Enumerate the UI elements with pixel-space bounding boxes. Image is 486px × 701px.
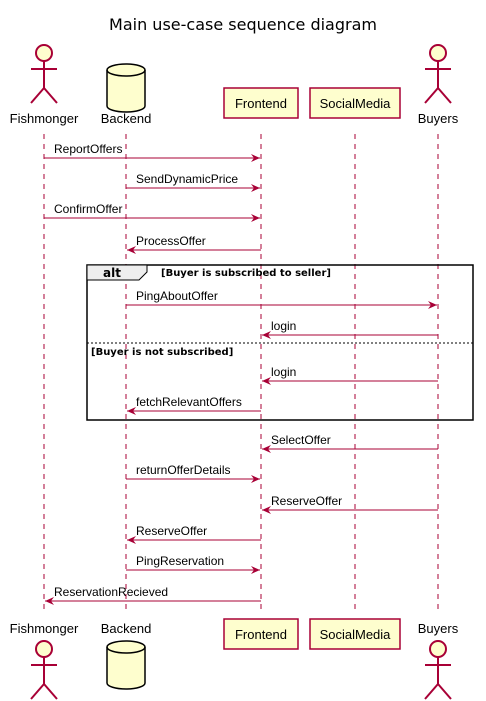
message-1: ReportOffers: [44, 142, 260, 162]
actor-leg-right: [437, 683, 452, 700]
actor-leg-right: [43, 87, 58, 104]
message-label: SelectOffer: [271, 433, 331, 447]
participant-label-backend-top: Backend: [101, 111, 152, 126]
message-3: ConfirmOffer: [44, 202, 260, 222]
actor-leg-left: [424, 87, 439, 104]
participant-label: Frontend: [235, 627, 287, 642]
participant-label: SocialMedia: [320, 627, 392, 642]
participant-rect: [223, 87, 299, 119]
message-8: fetchRelevantOffers: [127, 395, 261, 415]
alt-guard-not-subscribed: [Buyer is not subscribed]: [91, 347, 233, 358]
message-10: returnOfferDetails: [126, 463, 260, 483]
actor-leg-right: [437, 87, 452, 104]
participant-label-fishmonger-top: Fishmonger: [10, 111, 79, 126]
message-2: SendDynamicPrice: [126, 172, 260, 192]
actor-buyers-bottom: [424, 640, 452, 700]
actor-head: [429, 44, 447, 62]
message-label: ConfirmOffer: [54, 202, 122, 216]
message-label: ProcessOffer: [136, 234, 206, 248]
database-rim: [106, 646, 146, 654]
message-7: login: [262, 365, 438, 385]
participant-label: Frontend: [235, 96, 287, 111]
participant-label-fishmonger-bottom: Fishmonger: [10, 621, 79, 636]
diagram-title: Main use-case sequence diagram: [109, 15, 377, 34]
message-6: login: [262, 319, 438, 339]
actor-head: [429, 640, 447, 658]
message-label: fetchRelevantOffers: [136, 395, 242, 409]
actor-leg-right: [43, 683, 58, 700]
actor-head: [35, 44, 53, 62]
participant-box-frontend-bottom: Frontend: [223, 618, 299, 650]
database-backend-top: [106, 63, 146, 113]
participant-label: SocialMedia: [320, 96, 392, 111]
message-14: ReservationRecieved: [45, 585, 261, 605]
message-label: ReportOffers: [54, 142, 122, 156]
participant-rect: [309, 87, 401, 119]
alt-tab: [86, 264, 148, 281]
message-label: login: [271, 319, 296, 333]
message-11: ReserveOffer: [262, 494, 438, 514]
actor-leg-left: [30, 87, 45, 104]
message-label: PingReservation: [136, 554, 224, 568]
participant-box-socialmedia-top: SocialMedia: [309, 87, 401, 119]
message-label: login: [271, 365, 296, 379]
message-label: ReserveOffer: [271, 494, 342, 508]
actor-leg-left: [30, 683, 45, 700]
alt-guard-subscribed: [Buyer is subscribed to seller]: [161, 268, 331, 279]
alt-fragment: alt [Buyer is subscribed to seller] [Buy…: [86, 264, 474, 421]
actor-leg-left: [424, 683, 439, 700]
messages: ReportOffersSendDynamicPriceConfirmOffer…: [44, 142, 438, 605]
database-body: [106, 640, 146, 690]
message-label: ReserveOffer: [136, 524, 207, 538]
participant-box-frontend-top: Frontend: [223, 87, 299, 119]
message-9: SelectOffer: [262, 433, 438, 453]
participants: FishmongerFishmongerBackendBackendFronte…: [10, 44, 459, 700]
participant-label-buyers-bottom: Buyers: [418, 621, 459, 636]
participant-rect: [309, 618, 401, 650]
message-label: PingAboutOffer: [136, 289, 218, 303]
alt-keyword: alt: [103, 266, 121, 280]
message-13: PingReservation: [126, 554, 260, 574]
message-label: SendDynamicPrice: [136, 172, 238, 186]
message-12: ReserveOffer: [127, 524, 261, 544]
actor-fishmonger-top: [30, 44, 58, 104]
participant-label-backend-bottom: Backend: [101, 621, 152, 636]
participant-rect: [223, 618, 299, 650]
participant-box-socialmedia-bottom: SocialMedia: [309, 618, 401, 650]
message-4: ProcessOffer: [127, 234, 261, 254]
database-backend-bottom: [106, 640, 146, 690]
message-5: PingAboutOffer: [126, 289, 437, 309]
message-label: ReservationRecieved: [54, 585, 168, 599]
actor-buyers-top: [424, 44, 452, 104]
database-body: [106, 63, 146, 113]
participant-label-buyers-top: Buyers: [418, 111, 459, 126]
actor-fishmonger-bottom: [30, 640, 58, 700]
message-label: returnOfferDetails: [136, 463, 230, 477]
actor-head: [35, 640, 53, 658]
database-rim: [106, 69, 146, 77]
